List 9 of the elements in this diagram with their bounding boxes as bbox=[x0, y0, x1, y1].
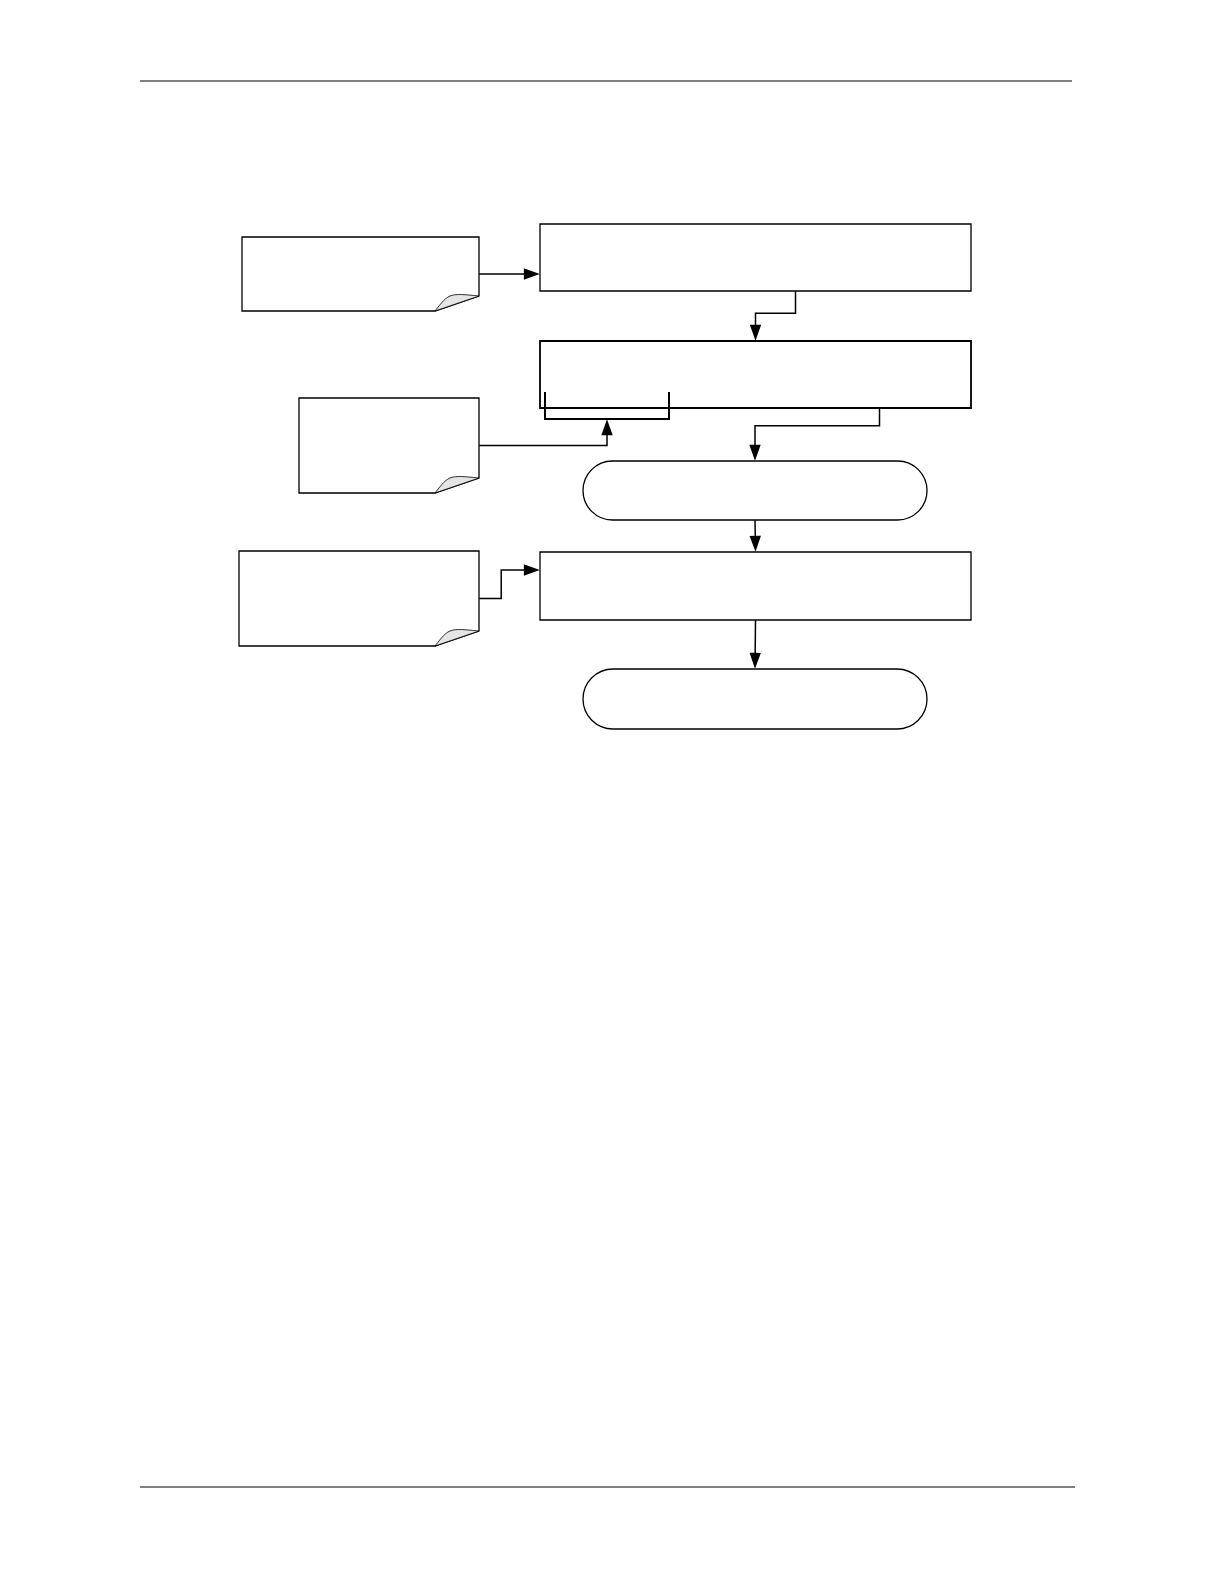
process-box bbox=[539, 223, 972, 292]
terminal-shape bbox=[582, 668, 928, 730]
document-shape bbox=[241, 236, 480, 312]
process-box bbox=[539, 551, 972, 621]
process-box bbox=[539, 340, 972, 409]
bracket bbox=[544, 391, 670, 420]
document-shape bbox=[298, 397, 480, 494]
terminal-shape bbox=[582, 460, 928, 521]
document-shape bbox=[238, 550, 480, 647]
